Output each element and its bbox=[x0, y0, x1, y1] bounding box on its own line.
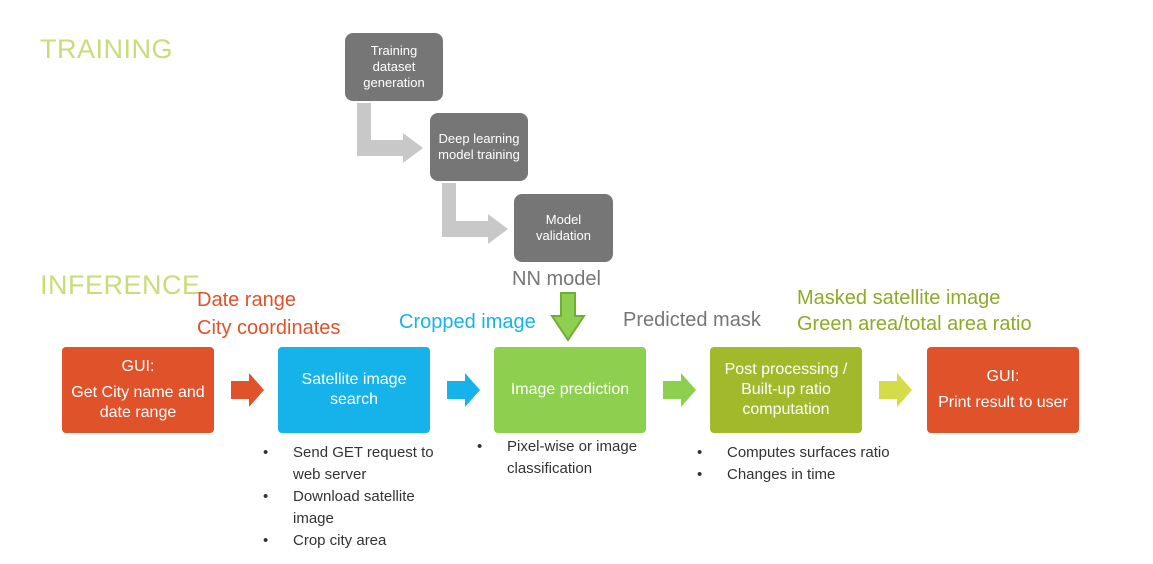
training-step-label: Model validation bbox=[536, 212, 591, 243]
box-body: Get City name and date range bbox=[71, 384, 205, 421]
note-item: Computes surfaces ratio bbox=[697, 442, 897, 464]
training-title: TRAINING bbox=[40, 34, 174, 64]
city-coordinates-label: City coordinates bbox=[197, 317, 341, 339]
connector-arrow-1 bbox=[357, 103, 423, 163]
box-title: GUI: bbox=[986, 368, 1020, 385]
post-processing-notes: Computes surfaces ratio Changes in time bbox=[697, 442, 897, 486]
box-title: GUI: bbox=[121, 358, 155, 375]
pipeline-arrow-2 bbox=[447, 373, 480, 407]
search-notes: Send GET request to web server Download … bbox=[263, 442, 448, 552]
inference-title: INFERENCE bbox=[40, 270, 201, 300]
pipeline-arrow-4 bbox=[879, 373, 912, 407]
gui-output-box: GUI: Print result to user bbox=[927, 347, 1079, 433]
note-item: Crop city area bbox=[263, 530, 448, 552]
post-processing-box: Post processing / Built-up ratio computa… bbox=[710, 347, 862, 433]
training-step-model-validation: Model validation bbox=[514, 194, 613, 262]
box-body: Post processing / Built-up ratio computa… bbox=[724, 361, 848, 418]
green-area-ratio-label: Green area/total area ratio bbox=[797, 313, 1032, 335]
masked-satellite-image-label: Masked satellite image bbox=[797, 287, 1001, 309]
pipeline-arrow-3 bbox=[663, 373, 696, 407]
pipeline-arrow-1 bbox=[231, 373, 264, 407]
predicted-mask-label: Predicted mask bbox=[623, 309, 761, 331]
note-item: Send GET request to web server bbox=[263, 442, 448, 486]
prediction-notes: Pixel-wise or image classification bbox=[477, 436, 672, 480]
training-step-dataset-generation: Training dataset generation bbox=[345, 33, 443, 101]
note-item: Pixel-wise or image classification bbox=[477, 436, 672, 480]
training-step-model-training: Deep learning model training bbox=[430, 113, 528, 181]
gui-input-box: GUI: Get City name and date range bbox=[62, 347, 214, 433]
date-range-label: Date range bbox=[197, 289, 296, 311]
box-body: Satellite image search bbox=[301, 371, 407, 408]
connector-arrow-2 bbox=[442, 183, 508, 244]
box-body: Image prediction bbox=[510, 381, 630, 398]
satellite-image-search-box: Satellite image search bbox=[278, 347, 430, 433]
note-item: Changes in time bbox=[697, 464, 897, 486]
nn-model-down-arrow bbox=[550, 292, 586, 342]
box-body: Print result to user bbox=[938, 394, 1068, 411]
training-step-label: Training dataset generation bbox=[363, 43, 425, 90]
image-prediction-box: Image prediction bbox=[494, 347, 646, 433]
cropped-image-label: Cropped image bbox=[399, 311, 536, 333]
nn-model-label: NN model bbox=[512, 268, 601, 290]
note-item: Download satellite image bbox=[263, 486, 448, 530]
training-step-label: Deep learning model training bbox=[438, 131, 520, 162]
